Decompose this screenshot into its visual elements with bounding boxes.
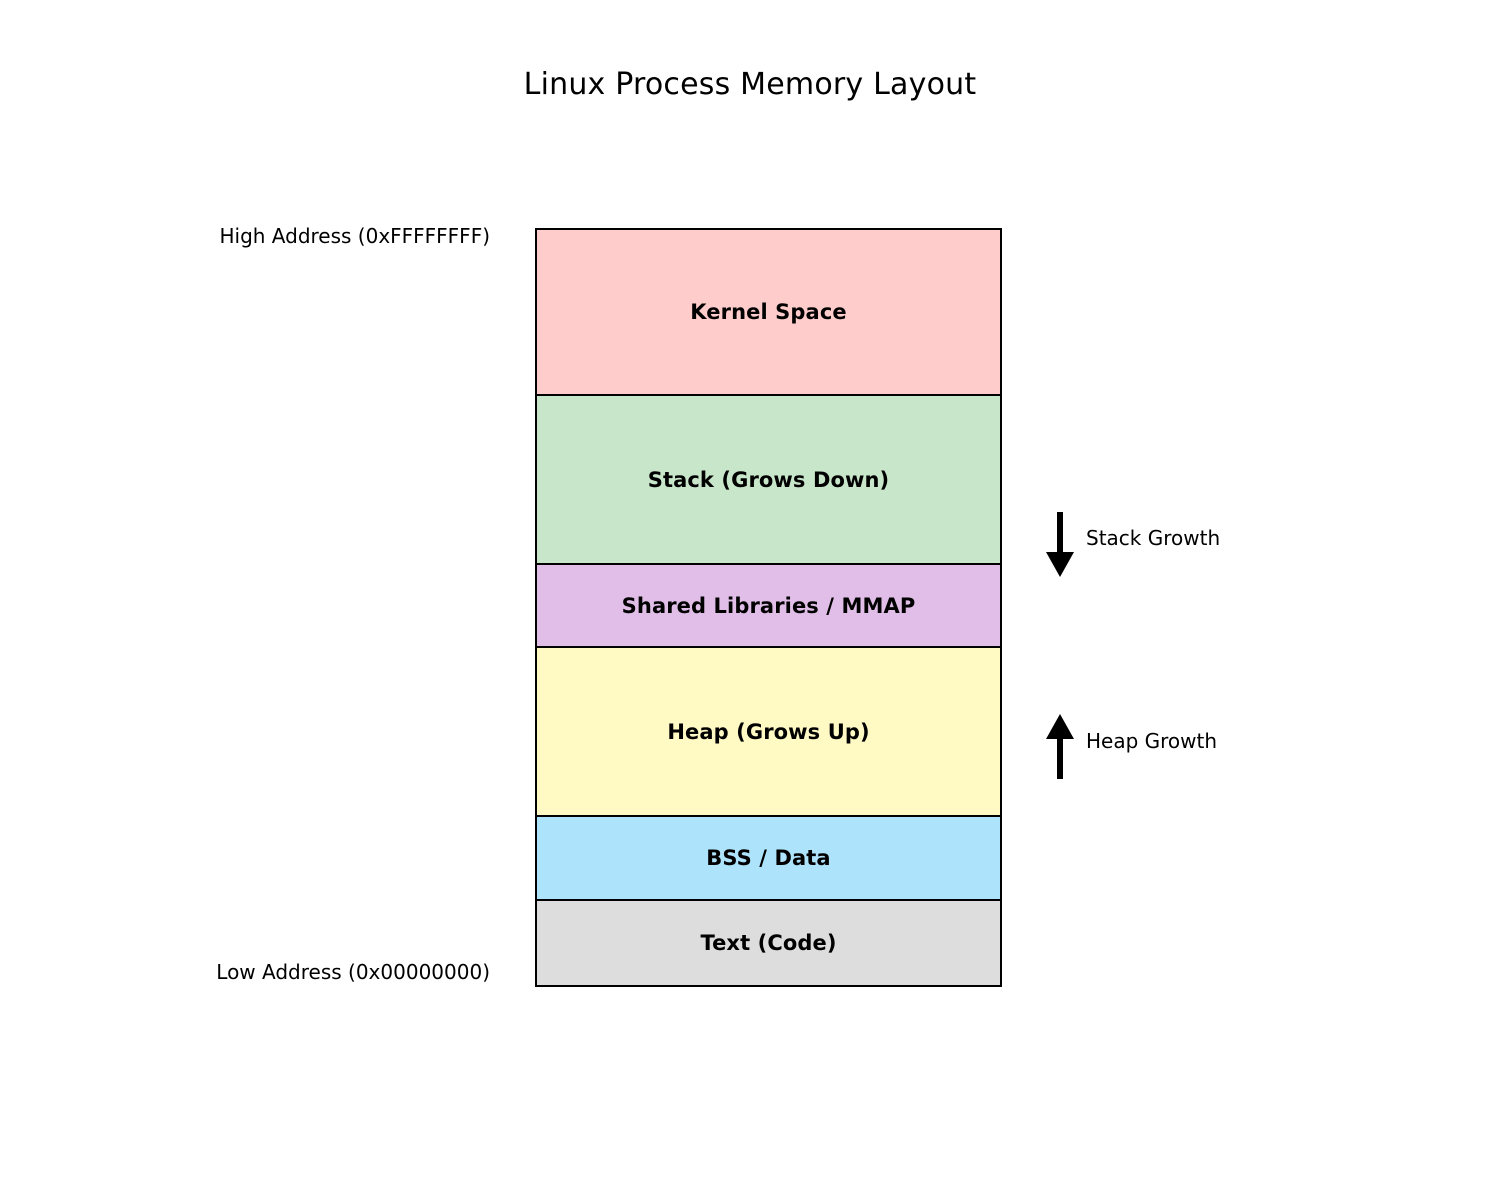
arrow-up-icon — [1046, 714, 1074, 779]
segment-label-bss-data: BSS / Data — [706, 846, 831, 870]
memory-segment-text-code: Text (Code) — [535, 899, 1002, 987]
arrow-down-icon — [1046, 512, 1074, 577]
segment-label-heap: Heap (Grows Up) — [667, 719, 870, 744]
memory-segment-heap: Heap (Grows Up) — [535, 646, 1002, 817]
heap-growth-annotation: Heap Growth — [1040, 713, 1217, 779]
segment-label-kernel-space: Kernel Space — [690, 300, 847, 324]
low-address-label: Low Address (0x00000000) — [216, 960, 490, 984]
segment-label-shared-libraries-mmap: Shared Libraries / MMAP — [621, 593, 916, 618]
segment-label-text-code: Text (Code) — [700, 931, 837, 955]
high-address-label: High Address (0xFFFFFFFF) — [219, 224, 490, 248]
memory-segment-bss-data: BSS / Data — [535, 815, 1002, 901]
segment-label-stack: Stack (Grows Down) — [647, 467, 890, 492]
memory-segment-shared-libraries-mmap: Shared Libraries / MMAP — [535, 563, 1002, 648]
page-title: Linux Process Memory Layout — [523, 67, 977, 102]
stack-growth-label: Stack Growth — [1086, 526, 1221, 550]
memory-segment-column: Kernel Space Stack (Grows Down) Shared L… — [535, 228, 1002, 987]
stack-growth-annotation: Stack Growth — [1040, 512, 1220, 578]
heap-growth-label: Heap Growth — [1086, 729, 1218, 753]
memory-segment-kernel-space: Kernel Space — [535, 228, 1002, 396]
memory-segment-stack: Stack (Grows Down) — [535, 394, 1002, 565]
